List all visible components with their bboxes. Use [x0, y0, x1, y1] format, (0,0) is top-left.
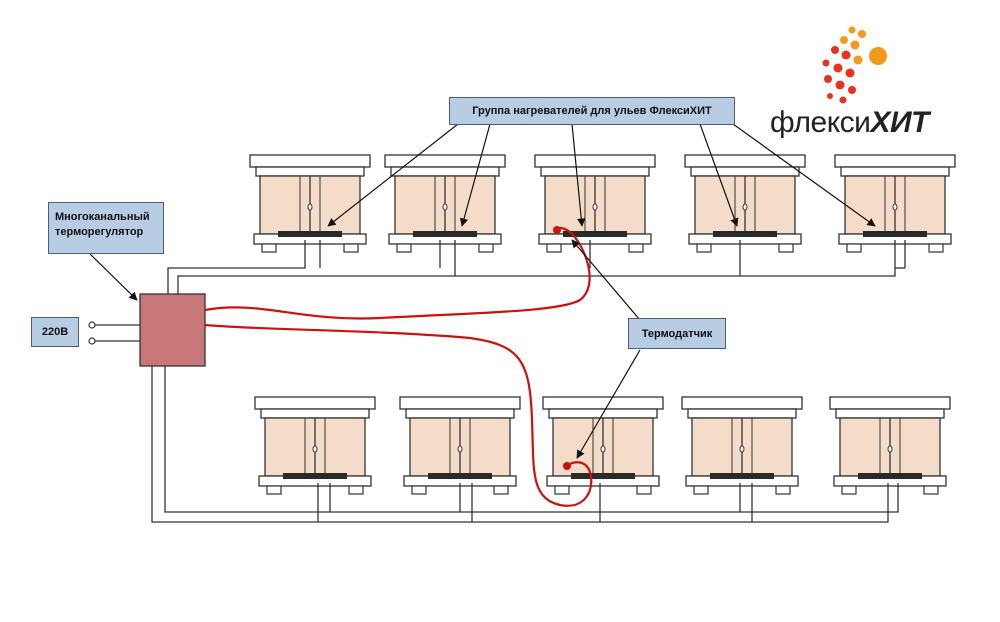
hive: [399, 396, 521, 495]
power-label: 220В: [31, 317, 79, 347]
power-terminals: [88, 321, 140, 345]
hive: [681, 396, 803, 495]
logo-suffix: ХИТ: [870, 106, 929, 139]
hive: [684, 154, 806, 253]
sensor-probe: [553, 226, 561, 234]
logo-text: флексиХИТ: [770, 106, 929, 140]
top-wiring: [167, 240, 906, 296]
hive: [829, 396, 951, 495]
thermoregulator-box: [139, 293, 206, 367]
sensor-wires: [204, 226, 593, 507]
controller-label: Многоканальный терморегулятор: [48, 202, 164, 254]
hive: [249, 154, 371, 253]
controller-label-line1: Многоканальный: [55, 211, 150, 223]
bottom-hive-row: [254, 396, 951, 495]
hive: [534, 154, 656, 253]
controller-label-line2: терморегулятор: [55, 225, 144, 238]
sensor-probe: [563, 462, 571, 470]
hive: [834, 154, 956, 253]
logo-prefix: флекси: [770, 106, 871, 139]
sensor-label: Термодатчик: [628, 318, 726, 349]
hive: [384, 154, 506, 253]
heaters-group-label: Группа нагревателей для ульев ФлексиХИТ: [449, 97, 735, 125]
hive: [254, 396, 376, 495]
hive: [542, 396, 664, 495]
logo-mark: [822, 26, 887, 104]
callout-arrows: [89, 123, 876, 459]
bottom-wiring: [151, 366, 899, 523]
